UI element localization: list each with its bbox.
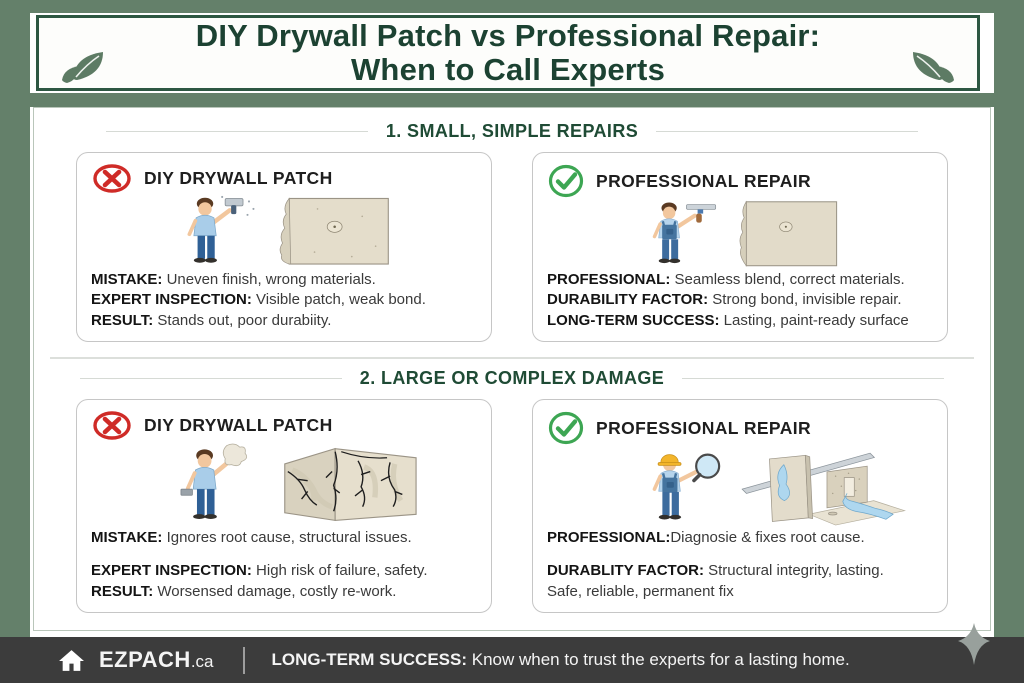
page-title-line1: DIY Drywall Patch vs Professional Repair… [195,18,821,53]
check-circle-icon [548,411,584,445]
card-text-line: EXPERT INSPECTION: Visible patch, weak b… [91,291,426,308]
card-title: DIY DRYWALL PATCH [144,415,333,435]
card-text-block: PROFESSIONAL:Diagnosie & fixes root caus… [533,527,947,613]
heading-rule-left [105,131,368,132]
home-icon [59,649,84,671]
illustration-man-rag-cracked-wall [77,441,491,527]
section-divider [50,357,974,359]
card-pro-small-repairs: PROFESSIONAL REPAIR [532,152,948,342]
card-header: PROFESSIONAL REPAIR [533,153,947,199]
section-2-heading: 2. LARGE OR COMPLEX DAMAGE [34,368,990,389]
footer-divider [242,646,245,674]
card-title: DIY DRYWALL PATCH [144,168,333,188]
check-circle-icon [548,164,584,198]
card-text-line: PROFESSIONAL: Seamless blend, correct ma… [547,270,905,288]
heading-rule-left [79,378,342,379]
card-text-line: DURABILITY FACTOR: Strong bond, invisibl… [547,291,902,308]
card-diy-small-repairs: DIY DRYWALL PATCH [76,152,492,342]
content-area: 1. SMALL, SIMPLE REPAIRS DIY DRYWALL PAT… [33,107,991,631]
leaf-icon [59,44,117,91]
card-text-line: DURABLITY FACTOR: Structural integrity, … [547,562,884,579]
frame-band-right [994,0,1024,683]
sparkle-icon [952,621,996,674]
frame-band-top [0,0,1024,13]
card-diy-large-damage: DIY DRYWALL PATCH [76,399,492,613]
card-text-line: MISTAKE: Uneven finish, wrong materials. [91,270,376,288]
illustration-man-putty-knife-patched-wall [77,194,491,269]
frame-band-left [0,0,30,683]
card-pro-large-damage: PROFESSIONAL REPAIR [532,399,948,613]
section-1-title: 1. SMALL, SIMPLE REPAIRS [385,121,639,141]
footer-bar: EZPACH .ca LONG-TERM SUCCESS: Know when … [0,623,1024,683]
brand-logo: EZPACH .ca [99,647,214,673]
leaf-icon [899,44,957,91]
illustration-inspector-magnifier-water-leak [533,446,947,527]
heading-rule-right [656,131,919,132]
brand-name: EZPACH [99,647,191,672]
footer-tagline: LONG-TERM SUCCESS: Know when to trust th… [271,650,850,669]
section-1-heading: 1. SMALL, SIMPLE REPAIRS [34,121,990,142]
card-header: PROFESSIONAL REPAIR [533,400,947,446]
card-text-block: PROFESSIONAL: Seamless blend, correct ma… [533,269,947,342]
frame-band-middle [0,93,1024,107]
card-title: PROFESSIONAL REPAIR [596,170,812,191]
card-header: DIY DRYWALL PATCH [77,400,491,441]
section-1-cards: DIY DRYWALL PATCH [34,152,990,342]
header: DIY Drywall Patch vs Professional Repair… [36,15,980,91]
card-text-line: RESULT: Worsensed damage, costly re-work… [91,582,397,600]
card-title: PROFESSIONAL REPAIR [596,417,812,438]
card-text-line: RESULT: Stands out, poor durabiity. [91,311,332,329]
card-text-line: MISTAKE: Ignores root cause, structural … [91,528,412,546]
card-header: DIY DRYWALL PATCH [77,153,491,194]
card-text-line: EXPERT INSPECTION: High risk of failure,… [91,562,428,579]
illustration-pro-taping-knife-smooth-wall [533,199,947,269]
x-circle-icon [93,411,131,440]
heading-rule-right [682,378,945,379]
x-circle-icon [93,164,131,193]
card-text-line: Safe, reliable, permanent fix [547,582,734,600]
card-text-line: PROFESSIONAL:Diagnosie & fixes root caus… [547,528,865,546]
brand-tld: .ca [190,652,214,671]
card-text-line: LONG-TERM SUCCESS: Lasting, paint-ready … [547,311,909,329]
section-2-title: 2. LARGE OR COMPLEX DAMAGE [359,368,665,388]
card-text-block: MISTAKE: Ignores root cause, structural … [77,527,491,613]
card-text-block: MISTAKE: Uneven finish, wrong materials.… [77,269,491,342]
section-2-cards: DIY DRYWALL PATCH [34,399,990,613]
page-title-line2: When to Call Experts [350,52,666,87]
